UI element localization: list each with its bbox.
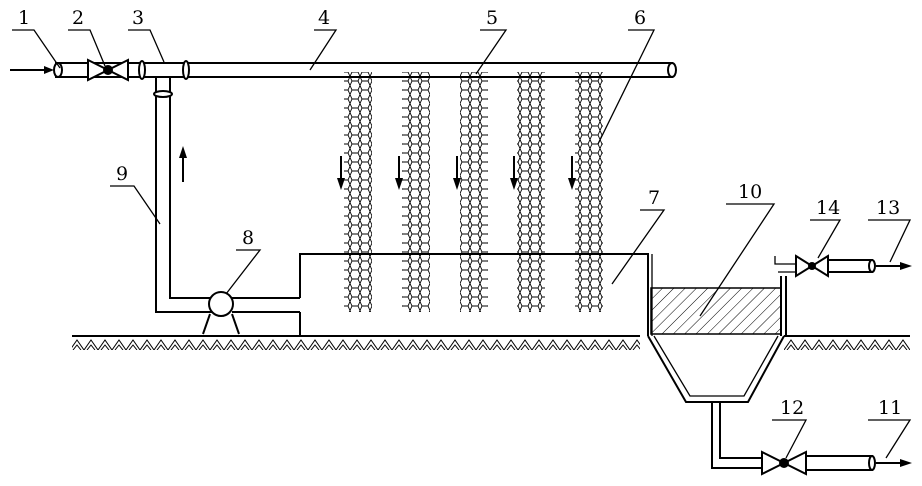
media-column bbox=[575, 72, 603, 312]
label-13: 13 bbox=[876, 197, 900, 219]
inlet-flow-arrow-icon bbox=[10, 66, 54, 74]
label-4: 4 bbox=[318, 7, 330, 29]
media-columns bbox=[344, 72, 603, 312]
settling-tank bbox=[647, 276, 787, 403]
down-flow-arrows bbox=[337, 156, 576, 190]
label-5: 5 bbox=[486, 7, 498, 29]
pump-icon bbox=[202, 291, 300, 335]
sludge-outlet bbox=[711, 402, 912, 476]
label-9: 9 bbox=[116, 163, 128, 185]
media-column bbox=[517, 72, 545, 312]
label-8: 8 bbox=[242, 227, 254, 249]
media-column bbox=[344, 72, 372, 312]
leader-lines bbox=[12, 29, 912, 459]
media-column bbox=[402, 72, 430, 312]
label-6: 6 bbox=[634, 7, 646, 29]
label-11: 11 bbox=[878, 397, 902, 419]
ground-surface bbox=[72, 335, 910, 351]
media-column bbox=[460, 72, 488, 312]
label-2: 2 bbox=[72, 7, 84, 29]
label-14: 14 bbox=[816, 197, 840, 219]
clear-water-outlet bbox=[774, 254, 912, 278]
label-12: 12 bbox=[780, 397, 804, 419]
label-7: 7 bbox=[648, 187, 660, 209]
label-10: 10 bbox=[738, 181, 762, 203]
inlet-valve-icon bbox=[87, 58, 129, 82]
return-pipe bbox=[153, 77, 212, 313]
label-3: 3 bbox=[132, 7, 144, 29]
label-1: 1 bbox=[18, 7, 30, 29]
